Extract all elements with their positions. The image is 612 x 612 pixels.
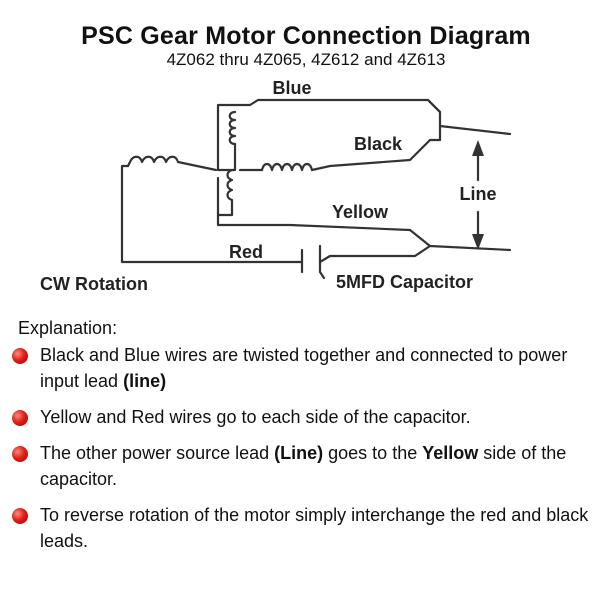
explanation-heading: Explanation: [18,318,118,338]
main-coil [228,110,237,146]
lower-coil-wire [216,176,234,217]
yellow-wire [216,213,432,248]
left-coil [126,155,218,172]
capacitor-wire [318,244,432,264]
line-arrow-up [472,140,484,156]
upper-line-fork [426,98,512,142]
label-blue: Blue [272,78,311,98]
wiring-diagram: Blue Black Line Yellow Red CW Rotation 5… [40,78,512,294]
red-bullet-icon [12,410,28,426]
black-wire [238,138,432,172]
label-red: Red [229,242,263,262]
page-subtitle: 4Z062 thru 4Z065, 4Z612 and 4Z613 [166,50,446,69]
capacitor-plate-right [318,244,326,280]
list-item: Yellow and Red wires go to each side of … [8,404,608,430]
label-capacitor: 5MFD Capacitor [336,272,473,292]
red-bullet-icon [12,508,28,524]
red-bullet-icon [12,446,28,462]
line-arrow-down [472,234,484,250]
list-item: To reverse rotation of the motor simply … [8,502,608,554]
label-cw-rotation: CW Rotation [40,274,148,294]
label-line: Line [459,184,496,204]
lower-line-fork [428,244,512,252]
page-title: PSC Gear Motor Connection Diagram [81,22,531,50]
list-item: The other power source lead (Line) goes … [8,440,608,492]
list-item: Black and Blue wires are twisted togethe… [8,342,608,394]
explanation-list: Black and Blue wires are twisted togethe… [8,342,608,564]
red-bullet-icon [12,348,28,364]
label-black: Black [354,134,403,154]
lower-coil [226,168,234,202]
label-yellow: Yellow [332,202,389,222]
junction-wire [216,110,237,172]
left-wire [120,164,304,264]
blue-coil-wire [216,98,442,114]
black-coil [260,162,314,172]
